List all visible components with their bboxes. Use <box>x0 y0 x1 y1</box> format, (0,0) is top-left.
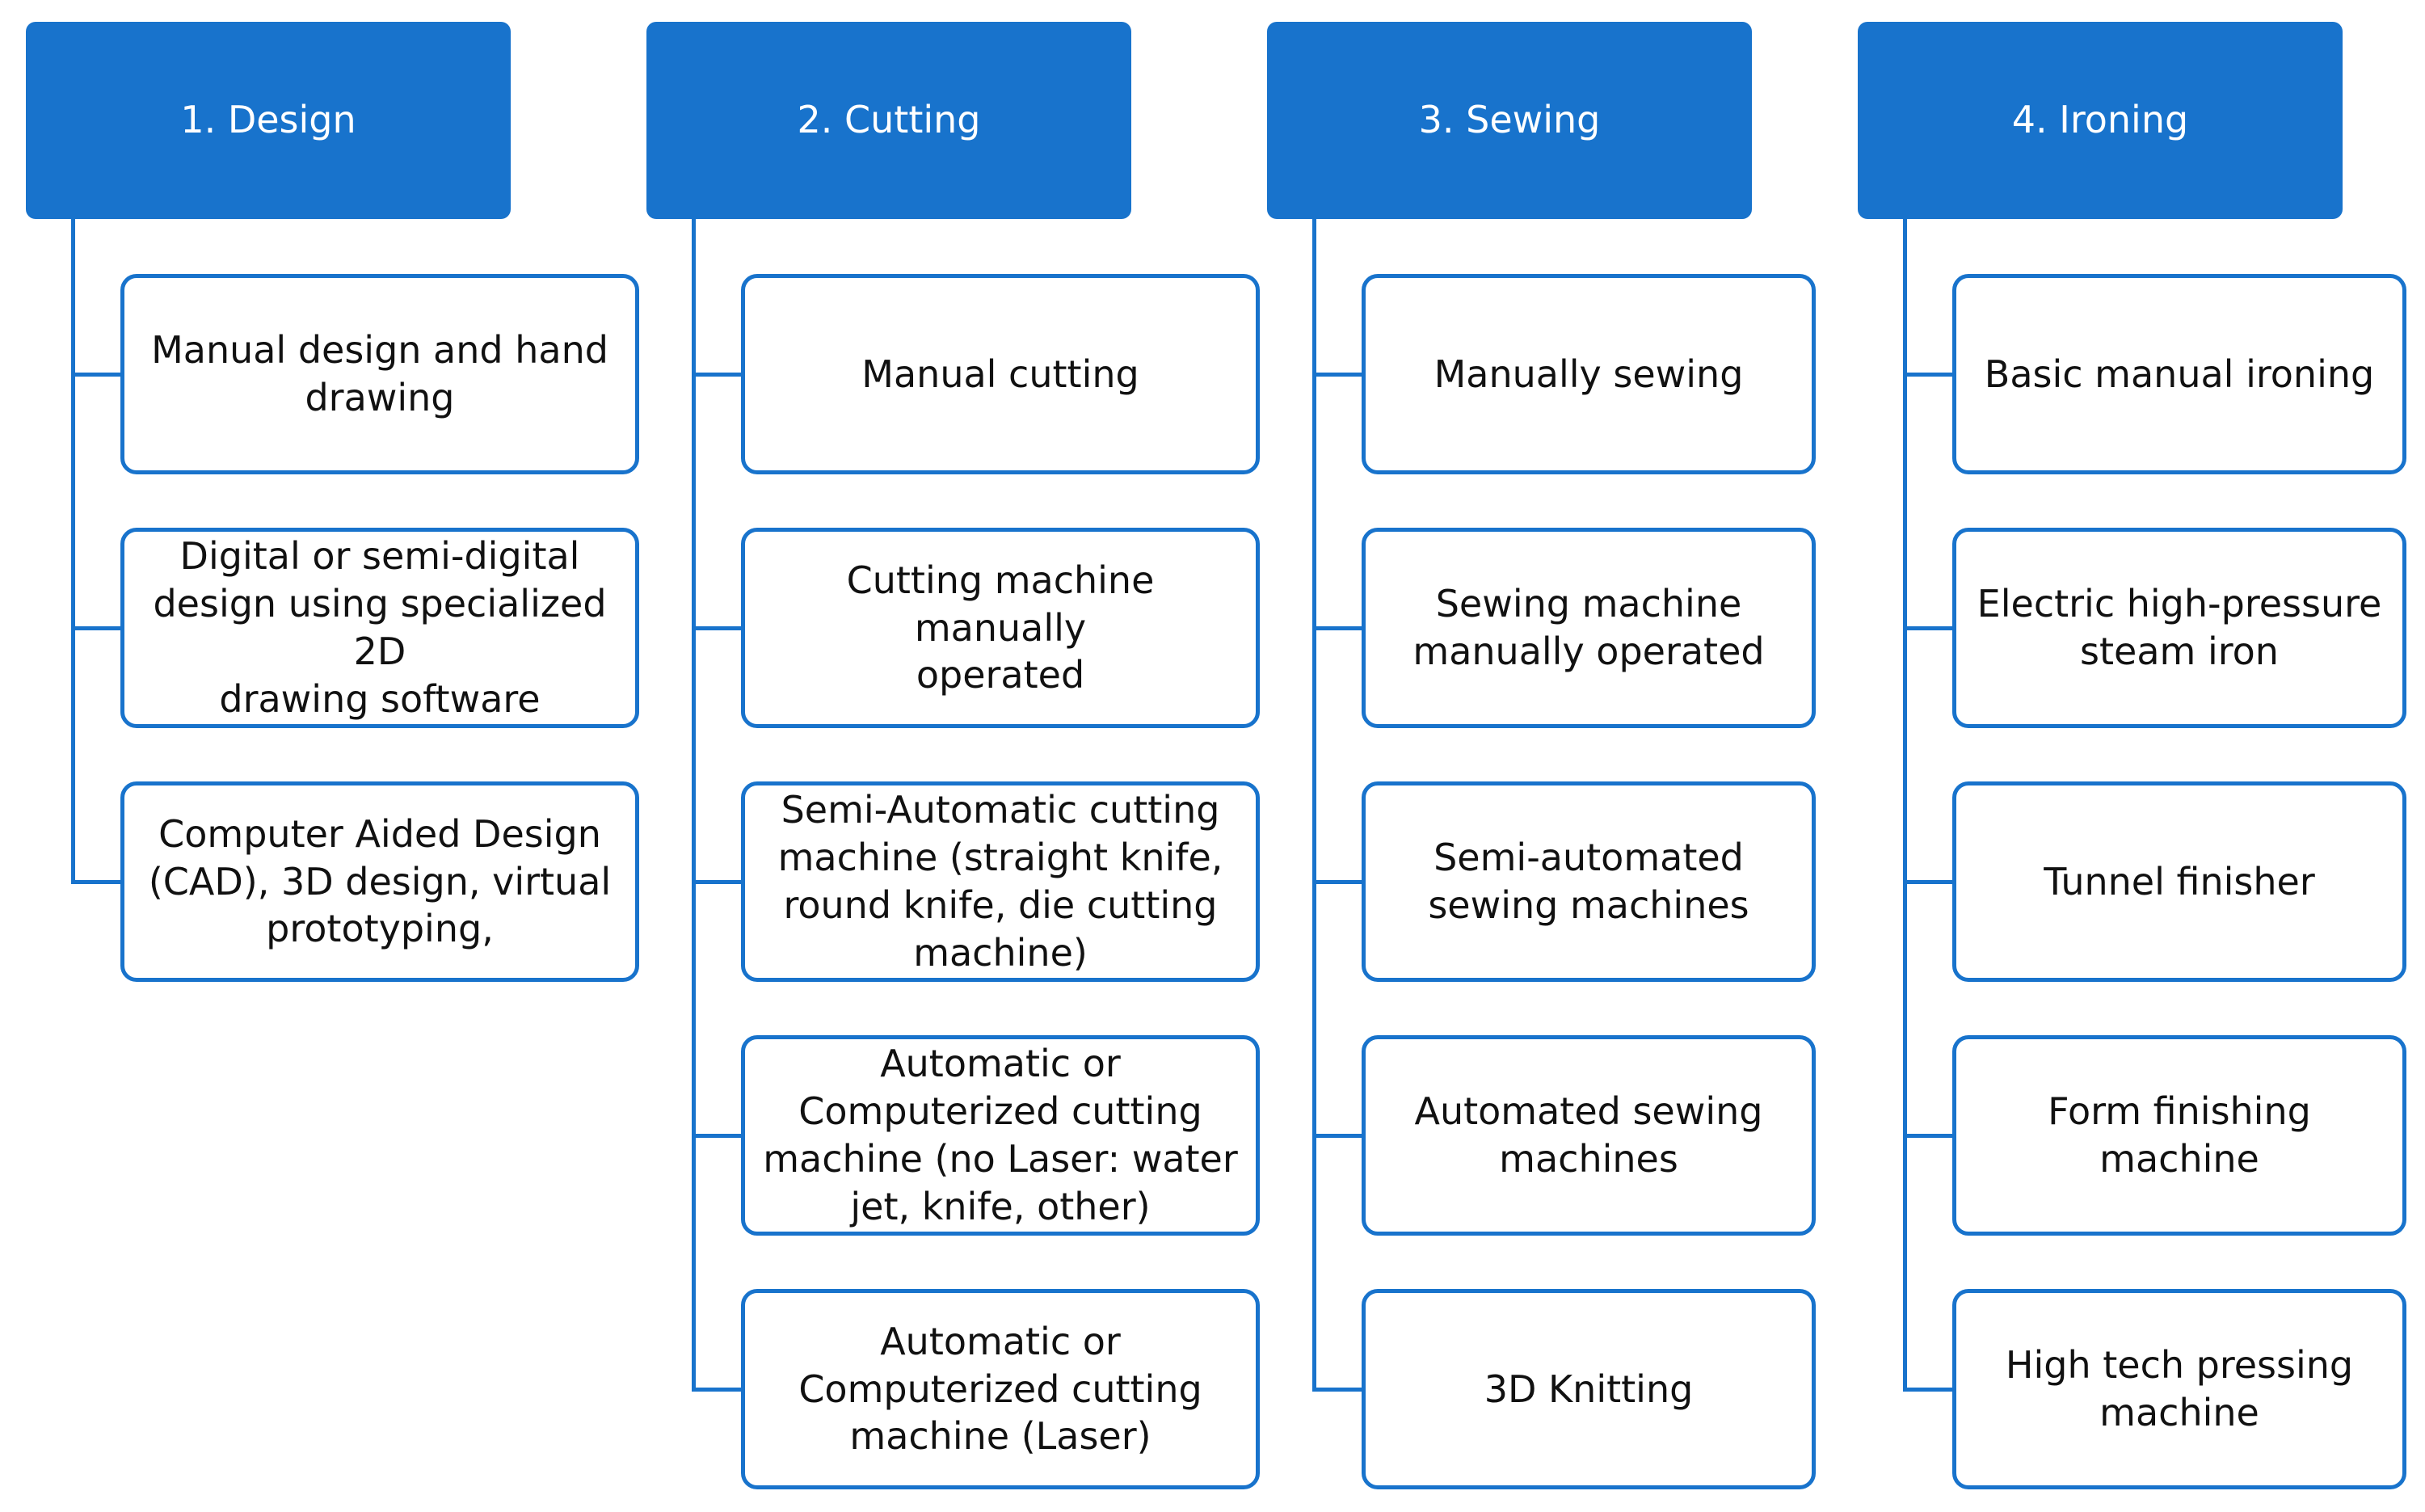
tree-connector <box>1312 1387 1362 1392</box>
tree-spine <box>692 219 696 1392</box>
item-box: Tunnel finisher <box>1952 781 2406 982</box>
column-header-sewing: 3. Sewing <box>1267 22 1752 219</box>
item-box: Electric high-pressure steam iron <box>1952 528 2406 728</box>
tree-connector <box>1903 1387 1952 1392</box>
tree-connector <box>1312 1133 1362 1138</box>
item-box: Automatic or Computerized cutting machin… <box>741 1035 1260 1236</box>
item-box: Semi-Automatic cutting machine (straight… <box>741 781 1260 982</box>
tree-connector <box>692 879 741 884</box>
tree-connector <box>692 1133 741 1138</box>
tree-connector <box>692 625 741 630</box>
tree-spine <box>71 219 75 884</box>
tree-connector <box>1312 879 1362 884</box>
tree-connector <box>1903 372 1952 377</box>
tree-connector <box>71 372 120 377</box>
column-header-cutting: 2. Cutting <box>646 22 1131 219</box>
item-box: High tech pressing machine <box>1952 1289 2406 1489</box>
column-sewing: 3. Sewing Manually sewing Sewing machine… <box>1267 0 1881 1512</box>
tree-connector <box>692 372 741 377</box>
item-box: Computer Aided Design (CAD), 3D design, … <box>120 781 639 982</box>
tree-connector <box>1903 879 1952 884</box>
item-box: Sewing machine manually operated <box>1362 528 1816 728</box>
item-box: Digital or semi-digital design using spe… <box>120 528 639 728</box>
item-box: Semi-automated sewing machines <box>1362 781 1816 982</box>
column-design: 1. Design Manual design and hand drawing… <box>26 0 640 1512</box>
column-header-ironing: 4. Ironing <box>1858 22 2343 219</box>
item-box: Automatic or Computerized cutting machin… <box>741 1289 1260 1489</box>
item-box: Cutting machine manually operated <box>741 528 1260 728</box>
column-header-design: 1. Design <box>26 22 511 219</box>
item-box: Form finishing machine <box>1952 1035 2406 1236</box>
item-box: Automated sewing machines <box>1362 1035 1816 1236</box>
tree-connector <box>71 625 120 630</box>
item-box: 3D Knitting <box>1362 1289 1816 1489</box>
tree-connector <box>1312 372 1362 377</box>
item-box: Manual design and hand drawing <box>120 274 639 474</box>
tree-connector <box>71 879 120 884</box>
tree-connector <box>1312 625 1362 630</box>
column-cutting: 2. Cutting Manual cutting Cutting machin… <box>646 0 1261 1512</box>
tree-connector <box>692 1387 741 1392</box>
item-box: Basic manual ironing <box>1952 274 2406 474</box>
item-box: Manual cutting <box>741 274 1260 474</box>
tree-connector <box>1903 625 1952 630</box>
tree-spine <box>1903 219 1907 1392</box>
item-box: Manually sewing <box>1362 274 1816 474</box>
tree-spine <box>1312 219 1316 1392</box>
column-ironing: 4. Ironing Basic manual ironing Electric… <box>1858 0 2425 1512</box>
tree-connector <box>1903 1133 1952 1138</box>
